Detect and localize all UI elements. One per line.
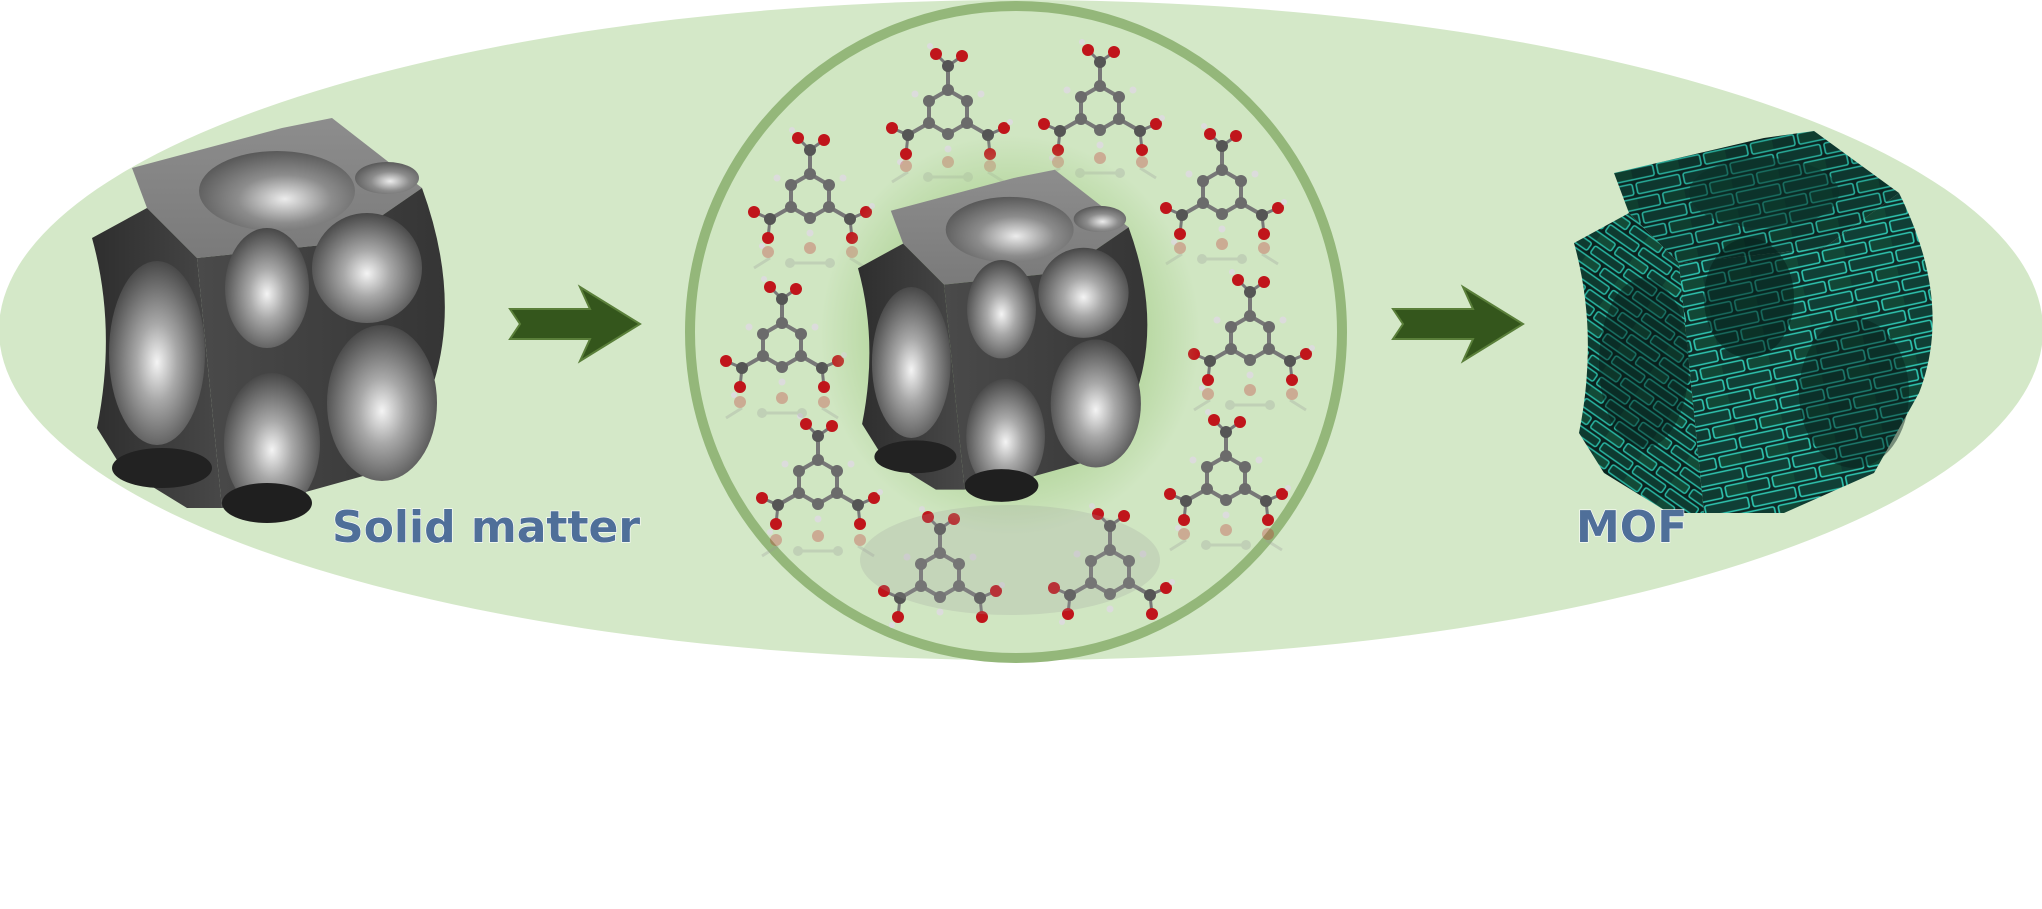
solid-cube-icon — [92, 118, 445, 523]
mof-framework-cube-icon — [1574, 131, 1933, 513]
cube-reflection — [860, 505, 1160, 615]
mof-label: MOF — [1576, 502, 1687, 553]
porous-cube-icon — [858, 169, 1148, 502]
solid-matter-label: Solid matter — [332, 502, 640, 553]
